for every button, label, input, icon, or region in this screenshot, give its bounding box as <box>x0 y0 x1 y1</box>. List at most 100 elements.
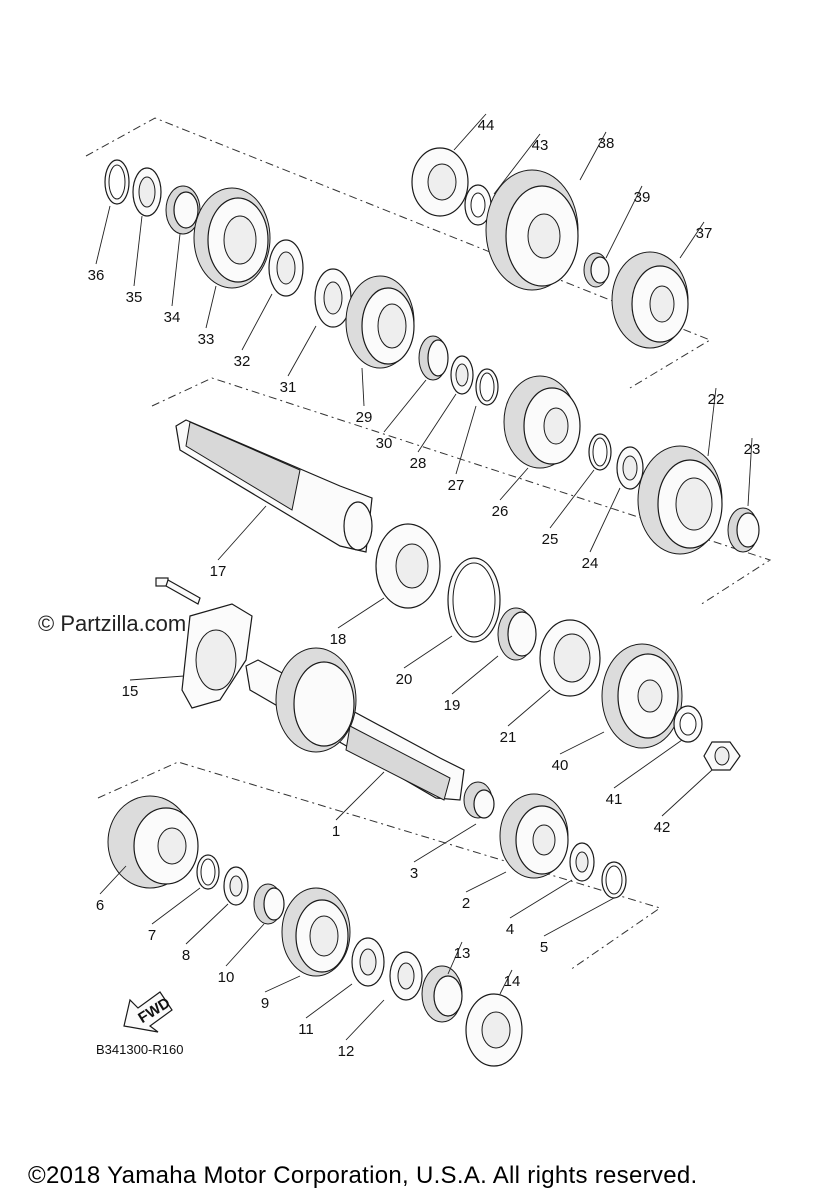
leader-line-8 <box>185 903 229 945</box>
watermark: © Partzilla.com <box>38 611 187 636</box>
callout-4: 4 <box>506 921 514 938</box>
fwd-arrow-icon: FWD <box>123 991 173 1033</box>
callout-27: 27 <box>448 477 465 494</box>
callout-43: 43 <box>532 137 549 154</box>
callout-33: 33 <box>198 331 215 348</box>
collar-39 <box>583 252 610 288</box>
gear-33 <box>193 187 271 289</box>
callout-10: 10 <box>218 969 235 986</box>
oil-seal-21 <box>539 619 601 697</box>
callout-34: 34 <box>164 309 181 326</box>
callout-18: 18 <box>330 631 347 648</box>
gear-13 <box>421 965 463 1023</box>
bearing-44 <box>411 147 469 217</box>
upper-group-outline <box>85 117 712 389</box>
leader-line-21 <box>507 689 551 727</box>
diagram-code: B341300-R160 <box>96 1042 184 1057</box>
callout-19: 19 <box>444 697 461 714</box>
leader-line-36 <box>95 205 111 265</box>
callout-29: 29 <box>356 409 373 426</box>
washer-43 <box>464 184 492 226</box>
callout-15: 15 <box>122 683 139 700</box>
callout-41: 41 <box>606 791 623 808</box>
callout-23: 23 <box>744 441 761 458</box>
callout-36: 36 <box>88 267 105 284</box>
washer-32 <box>268 239 304 297</box>
collar-3 <box>463 781 495 819</box>
leader-line-2 <box>465 871 507 893</box>
leader-line-20 <box>403 635 453 669</box>
axle-1 <box>245 647 465 801</box>
gear-6 <box>107 795 199 889</box>
shaft-17 <box>175 419 373 553</box>
leader-line-41 <box>613 739 683 789</box>
bolt <box>155 577 201 605</box>
leader-line-14 <box>499 969 513 995</box>
leader-line-37 <box>679 221 705 259</box>
leader-line-35 <box>133 215 143 287</box>
leader-line-6 <box>99 865 127 895</box>
leader-line-43 <box>493 133 541 195</box>
washer-35 <box>132 167 162 217</box>
callout-5: 5 <box>540 939 548 956</box>
callout-24: 24 <box>582 555 599 572</box>
callout-35: 35 <box>126 289 143 306</box>
circlip-5 <box>601 861 627 899</box>
washer-8 <box>223 866 249 906</box>
collar-19 <box>497 607 537 661</box>
callout-20: 20 <box>396 671 413 688</box>
callout-3: 3 <box>410 865 418 882</box>
callout-7: 7 <box>148 927 156 944</box>
lock-washer-41 <box>673 705 703 743</box>
leader-line-17 <box>217 505 267 561</box>
callout-26: 26 <box>492 503 509 520</box>
callout-22: 22 <box>708 391 725 408</box>
gear-37 <box>611 251 689 349</box>
leader-line-34 <box>171 233 181 307</box>
leader-line-31 <box>287 325 317 377</box>
gear-38 <box>485 169 579 291</box>
leader-line-18 <box>337 597 385 629</box>
callout-32: 32 <box>234 353 251 370</box>
callout-17: 17 <box>210 563 227 580</box>
gear-2 <box>499 793 569 879</box>
bearing-18 <box>375 523 441 609</box>
circlip-25 <box>588 433 612 471</box>
gear-9 <box>281 887 351 977</box>
bearing-10 <box>253 883 285 925</box>
leader-line-15 <box>129 675 185 681</box>
washer-4 <box>569 842 595 882</box>
circlip-7 <box>196 854 220 890</box>
gear-26 <box>503 375 581 469</box>
callout-40: 40 <box>552 757 569 774</box>
leader-line-5 <box>543 897 615 937</box>
callout-12: 12 <box>338 1043 355 1060</box>
washer-24 <box>616 446 644 490</box>
callout-28: 28 <box>410 455 427 472</box>
gear-22 <box>637 445 723 555</box>
leader-line-27 <box>455 405 477 475</box>
washer-31 <box>314 268 352 328</box>
callout-labels: 1234567891011121314151718192021222324252… <box>88 113 761 1060</box>
leader-line-4 <box>509 879 573 919</box>
washer-11 <box>351 937 385 987</box>
sprocket-40 <box>601 643 683 749</box>
lower-group-outline <box>97 761 662 971</box>
leader-line-1 <box>335 771 385 821</box>
leader-line-11 <box>305 983 353 1019</box>
callout-11: 11 <box>298 1021 314 1038</box>
leader-line-42 <box>661 769 713 817</box>
leader-line-29 <box>361 367 365 407</box>
leader-line-28 <box>417 393 457 453</box>
callout-9: 9 <box>261 995 269 1012</box>
leader-line-44 <box>453 113 487 151</box>
callout-8: 8 <box>182 947 190 964</box>
leader-line-12 <box>345 999 385 1041</box>
callout-44: 44 <box>478 117 495 134</box>
leader-line-9 <box>264 975 301 993</box>
leader-line-38 <box>579 131 607 181</box>
callout-42: 42 <box>654 819 671 836</box>
circlip-27 <box>475 368 499 406</box>
bearing-34 <box>165 185 201 235</box>
